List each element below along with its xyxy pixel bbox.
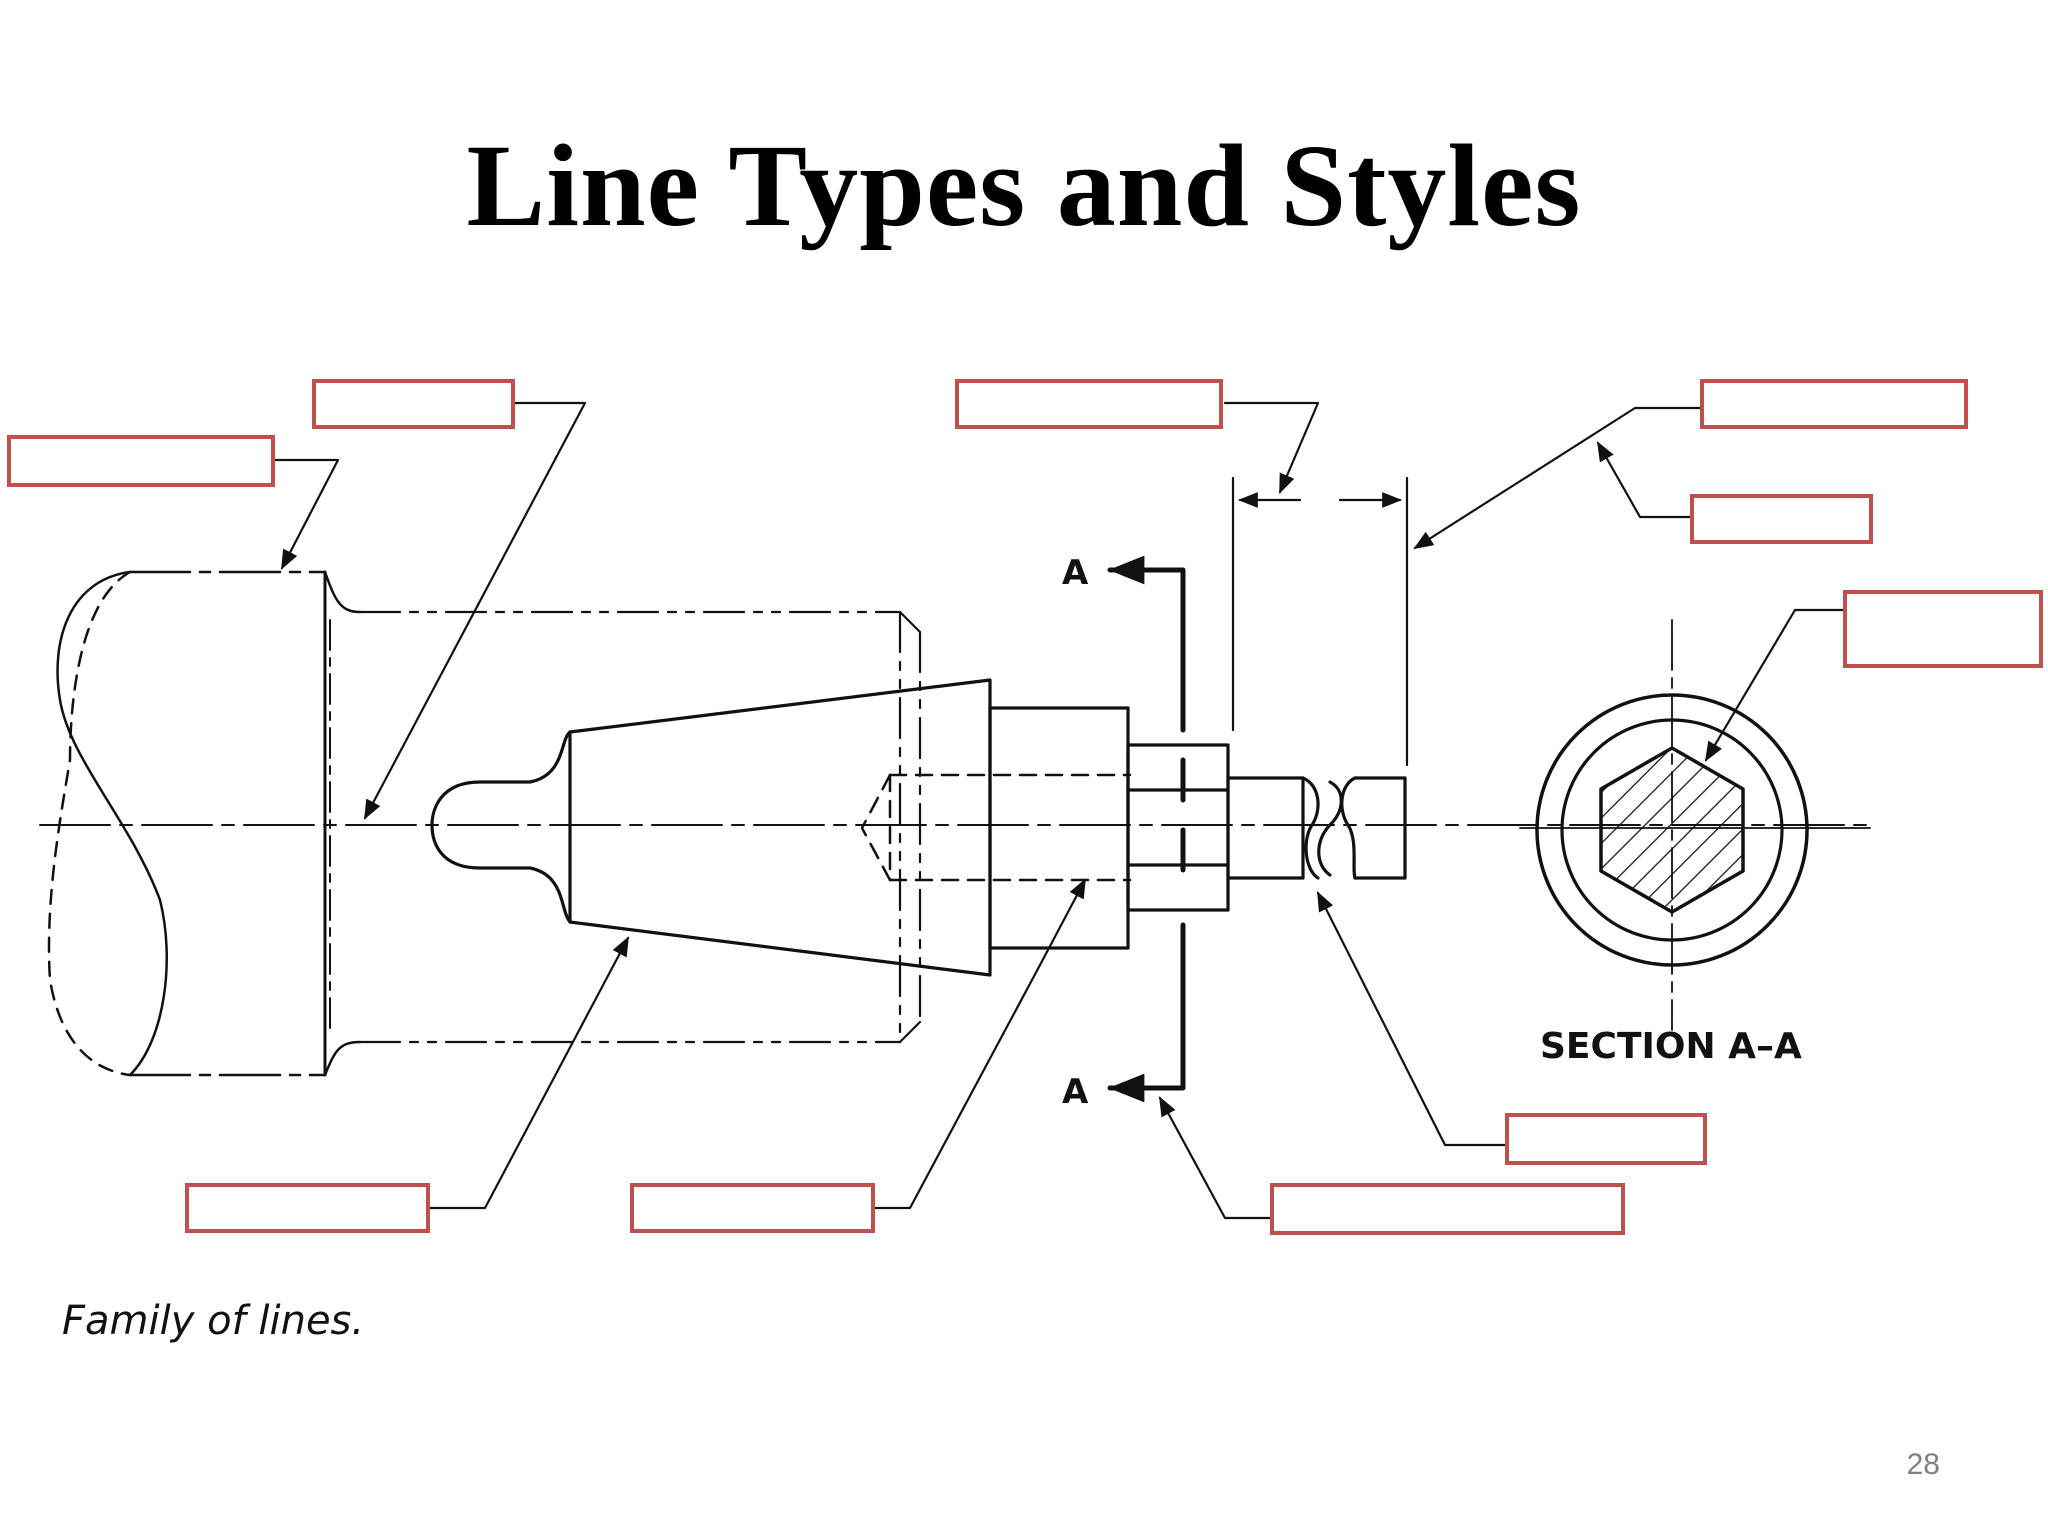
- collar: [988, 706, 1320, 950]
- leader-lines: [273, 401, 1847, 1220]
- answer-box[interactable]: [1843, 590, 2043, 668]
- figure-caption: Family of lines.: [62, 1298, 365, 1344]
- page-number: 28: [1906, 1448, 1940, 1481]
- answer-box[interactable]: [955, 379, 1223, 429]
- answer-box[interactable]: [312, 379, 515, 429]
- cutting-plane-letter-bottom: A: [1062, 1072, 1089, 1112]
- section-label: SECTION A–A: [1540, 1026, 1802, 1067]
- phantom-outline: [358, 610, 922, 1044]
- dimension-lines: [1231, 476, 1409, 767]
- short-break-piece: [1317, 776, 1407, 880]
- answer-box[interactable]: [1690, 494, 1873, 544]
- answer-box[interactable]: [7, 435, 275, 487]
- hidden-bore: [860, 773, 1132, 882]
- answer-box[interactable]: [1270, 1183, 1625, 1235]
- tapered-body: [430, 678, 992, 977]
- answer-box[interactable]: [1700, 379, 1968, 429]
- answer-box[interactable]: [630, 1183, 875, 1233]
- section-a-a: [1519, 619, 1871, 1031]
- slide-title: Line Types and Styles: [466, 120, 1582, 251]
- cutting-plane-line: [1107, 567, 1186, 1091]
- cutting-plane-letter-top: A: [1062, 553, 1089, 593]
- left-shaft: [47, 570, 362, 1077]
- answer-box[interactable]: [1505, 1113, 1707, 1165]
- answer-box[interactable]: [185, 1183, 430, 1233]
